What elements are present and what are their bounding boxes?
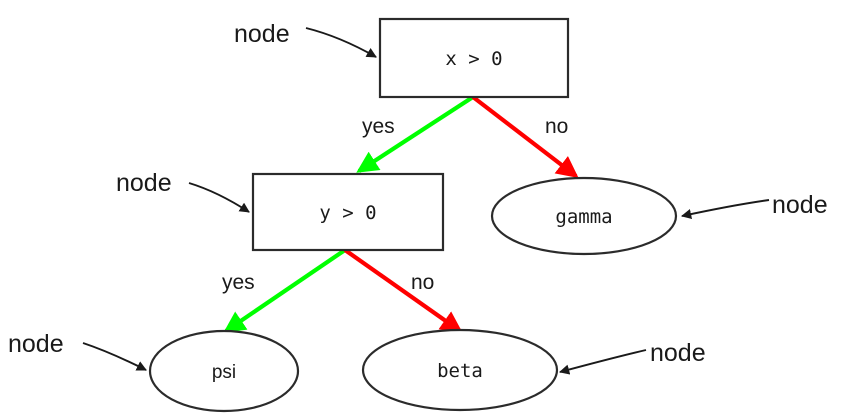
edge-inner-no	[343, 248, 463, 333]
annotation-arrow-inner	[188, 182, 250, 213]
annotation-arrow-psi	[82, 342, 147, 371]
node-beta-label: beta	[437, 360, 483, 382]
node-gamma-label: gamma	[555, 206, 612, 228]
node-root-box[interactable]	[378, 17, 570, 99]
edge-root-no	[471, 95, 579, 178]
edge-label-inner-no: no	[411, 271, 434, 294]
edge-root-yes	[356, 95, 475, 173]
edge-label-root-yes: yes	[362, 115, 395, 138]
node-root-label: x > 0	[445, 48, 502, 70]
node-inner-box[interactable]	[251, 172, 445, 252]
annotation-arrow-beta	[559, 349, 647, 375]
annotation-arrow-root	[305, 27, 377, 58]
node-inner-label: y > 0	[319, 202, 376, 224]
node-psi-ellipse[interactable]	[148, 329, 300, 413]
annotation-label-beta: node	[650, 339, 706, 367]
annotation-arrow-gamma	[680, 199, 770, 220]
node-psi-label: psi	[212, 362, 236, 383]
node-beta-ellipse[interactable]	[361, 328, 559, 412]
edge-label-inner-yes: yes	[222, 271, 255, 294]
edge-inner-yes	[223, 248, 347, 333]
edge-label-root-no: no	[545, 115, 568, 138]
annotation-label-inner: node	[116, 169, 172, 197]
annotation-label-gamma: node	[772, 191, 828, 219]
annotation-label-root: node	[234, 20, 290, 48]
node-gamma-ellipse[interactable]	[490, 176, 678, 256]
annotation-label-psi: node	[8, 330, 64, 358]
